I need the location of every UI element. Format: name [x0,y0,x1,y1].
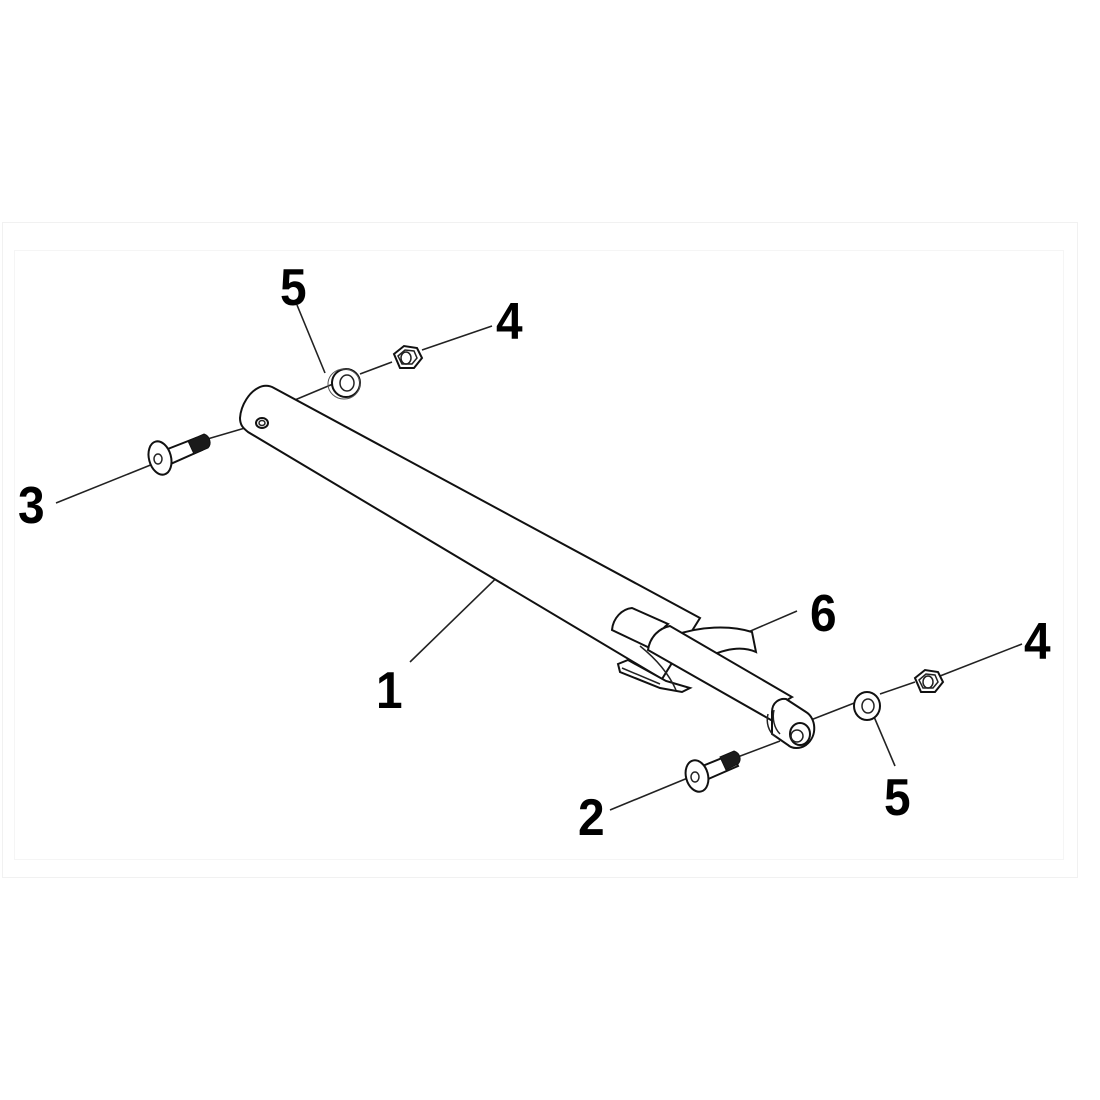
axis-washer-nut [359,361,393,375]
washer-right [853,691,881,721]
drawing-frame-inner [14,250,1064,860]
bolt-head-left [147,440,173,476]
thread-left [187,433,211,455]
washer-left [327,368,361,400]
shoulder-bolt-right [684,750,741,793]
leader-2 [609,774,696,811]
callout-2: 2 [578,789,605,847]
callout-5-top: 5 [280,259,307,317]
callout-3: 3 [18,477,45,535]
leader-4-right [939,643,1023,677]
callout-1: 1 [376,662,403,720]
leader-5-right [871,711,896,767]
leader-lines [55,304,1023,811]
drawing-frame-outer [2,222,1078,878]
callout-5-right: 5 [884,769,911,827]
hex-nut-left [392,344,424,369]
leader-3 [55,461,159,504]
latch-fin [669,626,758,658]
leader-4-top [421,325,493,351]
hex-nut-right [913,668,945,693]
pin-end [766,697,816,749]
axis-washer-nut-right [879,681,916,695]
shoulder-bolt-left [147,433,211,476]
leader-5-top [296,304,326,374]
tube-end-hole [255,417,269,429]
bolt-head-right [684,759,710,793]
callout-6: 6 [810,585,837,643]
main-tube [238,384,702,681]
tube-body [238,384,702,681]
pin-hole [790,729,804,743]
axis-tube-washer [289,383,334,403]
callout-4-top: 4 [496,293,523,351]
thread-right [719,750,741,771]
axis-right-bolt [734,740,781,759]
clip-tab [616,658,693,694]
callout-4-right: 4 [1024,613,1051,671]
